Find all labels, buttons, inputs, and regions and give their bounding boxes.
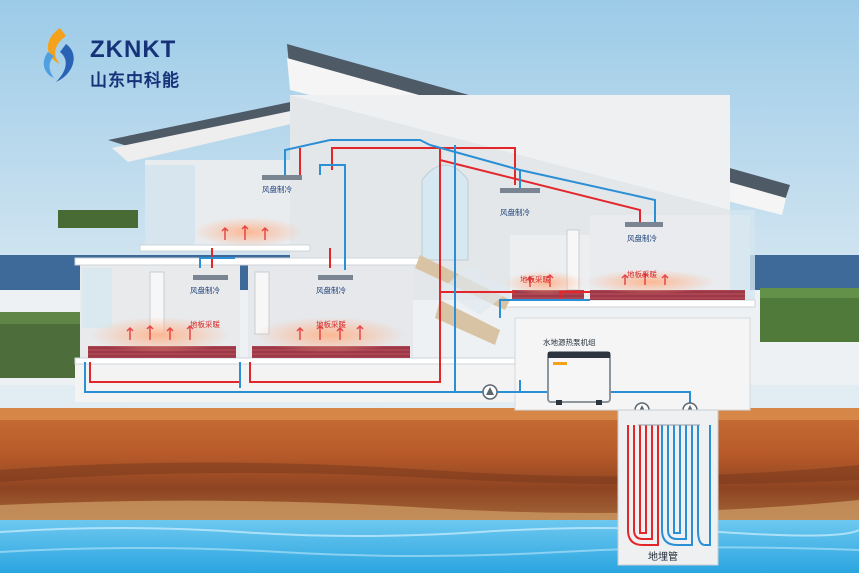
- right-hedge: [760, 288, 859, 342]
- staircase: [415, 255, 510, 345]
- heat-glow: [585, 270, 715, 294]
- left-hedge: [0, 312, 80, 378]
- left-roof: [108, 100, 305, 150]
- ground-floor-slab: [74, 357, 516, 365]
- fan-coil-unit: [500, 188, 540, 193]
- middle-floor-slab: [74, 257, 426, 266]
- roof-plants: [58, 210, 138, 228]
- glass-door: [82, 268, 112, 328]
- heat-glow: [505, 271, 585, 295]
- fan-coil-label: 风盘制冷: [627, 234, 657, 243]
- water-wave: [0, 527, 859, 537]
- fan-coil-unit: [262, 175, 302, 180]
- floor-heating-surface: [512, 290, 584, 300]
- heat-glow: [90, 317, 230, 353]
- fan-coil-unit: [625, 222, 663, 227]
- heat-glow: [255, 317, 405, 353]
- interior-door: [254, 271, 270, 335]
- upper-floor-slab: [139, 244, 311, 252]
- heat-arrows: [126, 224, 669, 340]
- glass-window: [145, 165, 195, 245]
- brand-name-en: ZKNKT: [90, 36, 177, 63]
- brand-logo: ZKNKT 山东中科能: [38, 22, 208, 92]
- brand-logo-icon: [43, 28, 74, 82]
- floor-heating-surface: [590, 290, 745, 300]
- floor-heating-label: 地板采暖: [316, 320, 346, 329]
- heat-pump-unit: [547, 351, 611, 405]
- left-roof-edge: [112, 108, 308, 162]
- brand-name-cn: 山东中科能: [90, 71, 180, 91]
- fan-coil-label: 风盘制冷: [190, 286, 220, 295]
- heat-glow: [193, 217, 303, 247]
- ground-loop-well: [617, 409, 719, 566]
- floor-heating-label: 地板采暖: [627, 270, 657, 279]
- fan-coil-label: 风盘制冷: [262, 185, 292, 194]
- arched-window: [421, 164, 469, 261]
- heat-pump-label: 水地源热泵机组: [543, 338, 596, 347]
- glass-window: [730, 210, 755, 300]
- floor-heating-label: 地板采暖: [190, 320, 220, 329]
- cold-water-pipes: [84, 139, 691, 410]
- fan-coil-unit: [193, 275, 228, 280]
- circulation-pump: [482, 384, 498, 400]
- fan-coil-label: 风盘制冷: [500, 208, 530, 217]
- upper-right-floor-slab: [504, 299, 756, 308]
- ground-pipe-label: 地埋管: [648, 552, 678, 563]
- fan-coil-label: 风盘制冷: [316, 286, 346, 295]
- floor-heating-label: 地板采暖: [520, 275, 550, 284]
- fan-coil-unit: [318, 275, 353, 280]
